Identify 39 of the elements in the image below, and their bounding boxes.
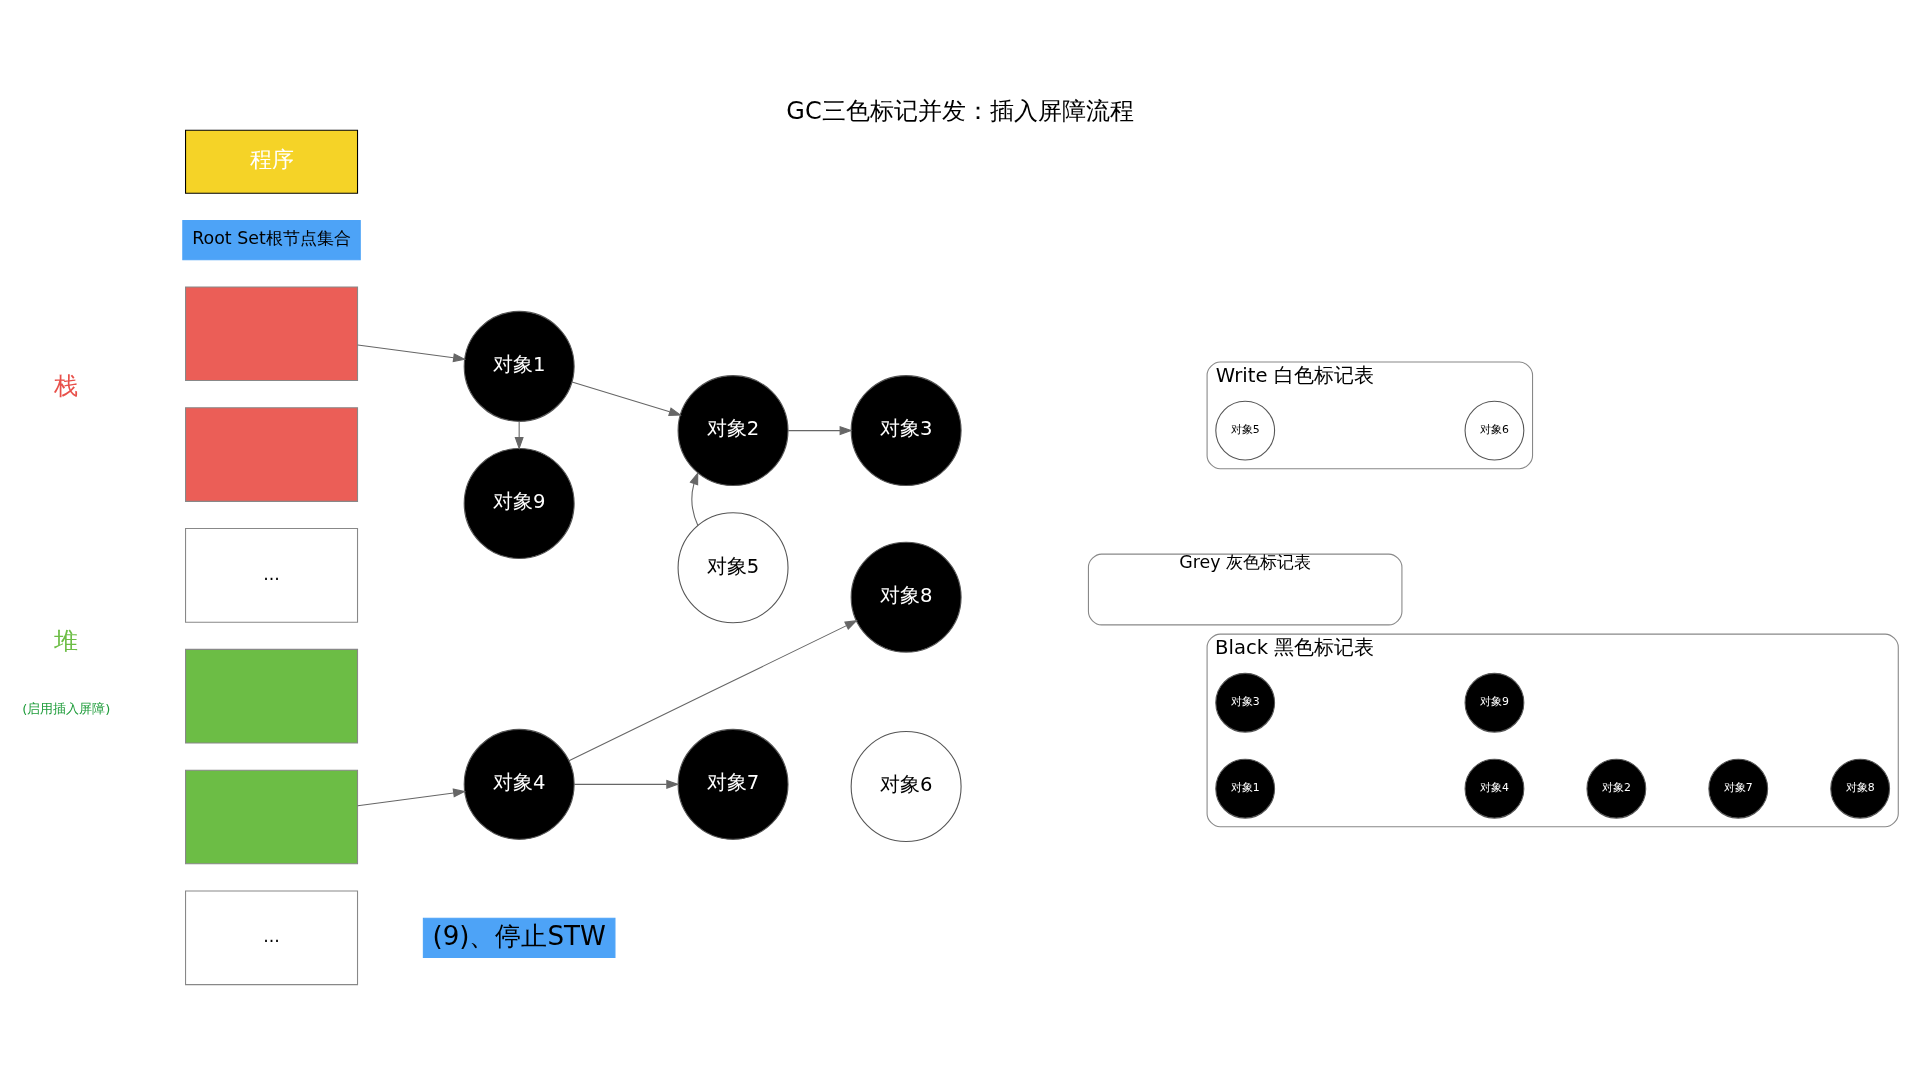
node-box — [185, 407, 359, 502]
node-circle: 对象6 — [1464, 400, 1525, 461]
arrow — [568, 620, 858, 762]
node-box: Root Set根节点集合 — [182, 220, 361, 261]
node-circle: 对象9 — [463, 448, 575, 560]
node-circle: 对象3 — [850, 375, 962, 487]
node-box: ... — [185, 528, 359, 623]
arrow — [689, 471, 699, 526]
node-circle: 对象6 — [850, 731, 962, 843]
node-circle: 对象4 — [1464, 758, 1525, 819]
node-circle: 对象1 — [1215, 758, 1276, 819]
node-circle: 对象5 — [1215, 400, 1276, 461]
arrow — [787, 426, 853, 436]
label: (启用插入屏障) — [22, 700, 111, 716]
diagram-title: GC三色标记并发：插入屏障流程 — [786, 96, 1134, 125]
node-circle: 对象3 — [1215, 672, 1276, 733]
arrow — [357, 344, 467, 363]
node-box: ... — [185, 890, 359, 986]
node-circle: 对象8 — [850, 541, 962, 653]
node-box — [185, 286, 359, 382]
node-circle: 对象4 — [463, 728, 575, 840]
label: 栈 — [54, 372, 79, 401]
node-box: Grey 灰色标记表 — [1087, 553, 1403, 626]
arrow — [514, 420, 524, 450]
node-circle: 对象8 — [1830, 758, 1891, 819]
node-circle: 对象7 — [677, 728, 789, 840]
node-box — [185, 648, 359, 744]
arrow — [571, 381, 682, 416]
node-circle: 对象7 — [1708, 758, 1769, 819]
node-circle: 对象9 — [1464, 672, 1525, 733]
node-circle: 对象5 — [677, 512, 789, 624]
node-box: 程序 — [185, 129, 359, 194]
label: 堆 — [54, 626, 79, 655]
node-circle: 对象1 — [463, 310, 575, 422]
node-circle: 对象2 — [1586, 758, 1647, 819]
arrow — [573, 779, 680, 789]
node-box: (9)、停止STW — [422, 917, 616, 958]
node-box — [185, 769, 359, 865]
arrow — [357, 788, 467, 807]
